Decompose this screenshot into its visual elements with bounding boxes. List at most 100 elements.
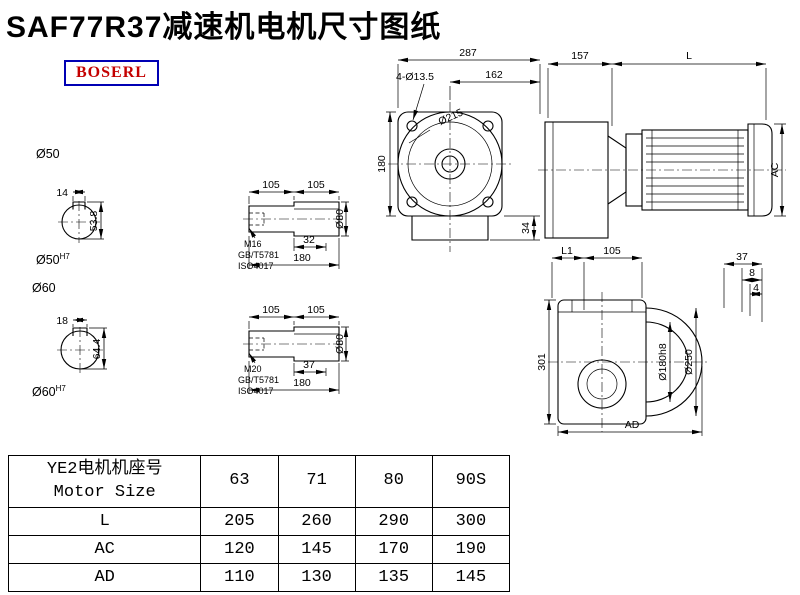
dim-157-label: 157 [571,50,589,62]
dim-34-label: 34 [520,222,532,234]
gearbox-outline [544,121,609,239]
motor-fins [646,137,744,203]
flange-dia-leader [408,129,431,144]
table-cell: 145 [277,535,356,564]
bolt-hole [482,120,494,132]
dim-L-label: L [686,50,692,62]
dim-37o-label: 37 [736,251,748,263]
flange-arc-inner [645,321,689,403]
dim-162-label: 162 [485,69,503,81]
motor-size-table: YE2电机机座号 Motor Size 63 71 80 90S L 205 2… [7,455,511,592]
dim-d80b-label: Ø80 [334,334,346,354]
shaft60-dia-label: Ø60 [32,281,56,295]
dim-d80a-label: Ø80 [334,209,346,229]
thread-label: M20 [244,364,262,374]
dim-4-label: 4 [753,282,759,294]
dim-keyw50-label: 14 [56,187,68,199]
row-label: AD [7,563,202,592]
table-row-header: YE2电机机座号 Motor Size 63 71 80 90S [7,455,511,508]
standard-gb-label: GB/T5781 [238,250,279,260]
table-cell: 260 [277,507,356,536]
bolt-hole-leader [412,83,425,121]
dim-keyw60-label: 18 [56,315,68,327]
row-label: AC [7,535,202,564]
dim-287-label: 287 [459,47,477,59]
standard-gb-label: GB/T5781 [238,375,279,385]
shaft50-centerlines [58,201,100,243]
motor-size-90s: 90S [431,455,511,508]
shaft-end-m20: 105 105 M20 GB/T5781 ISO4017 37 180 Ø80 [238,304,349,396]
motor-size-71: 71 [277,455,356,508]
motor-size-63: 63 [200,455,279,508]
dim-180b-label: 180 [293,377,311,389]
shaft60-extensions [72,324,107,370]
dim-105c-label: 105 [262,304,280,316]
shaft60-centerlines [57,327,103,373]
table-cell: 110 [200,563,279,592]
flange-dia-label: Ø215 [437,106,465,127]
dim-keyh50-label: 53.8 [88,211,100,232]
standard-iso-label: ISO4017 [238,386,274,396]
shaft-end-m16: 105 105 M16 GB/T5781 ISO4017 32 180 Ø80 [238,179,349,271]
table-cell: 205 [200,507,279,536]
extension-lines [547,68,786,217]
fan-cowl [747,123,773,217]
technical-drawing: 287 162 180 34 4-Ø13.5 Ø215 1 [32,47,786,436]
table-cell: 290 [354,507,433,536]
dim-301-label: 301 [536,353,548,371]
dim-32-label: 32 [303,234,315,246]
row-label: L [7,507,202,536]
front-view: 287 162 180 34 4-Ø13.5 Ø215 [376,47,541,252]
extension-lines [544,262,763,436]
thread-leader [248,227,257,239]
centerlines [548,292,710,432]
table-row-L: L 205 260 290 300 [7,507,511,536]
dim-spigot-label: Ø180h8 [657,343,669,381]
side-view: 157 L AC [538,50,786,239]
table-cell: 170 [354,535,433,564]
centerlines [388,102,512,252]
standard-iso-label: ISO4017 [238,261,274,271]
table-cell: 145 [431,563,511,592]
table-cell: 130 [277,563,356,592]
dim-8-label: 8 [749,267,755,279]
output-bore-circle [577,359,627,409]
dim-L1-label: L1 [561,245,573,257]
motor-size-80: 80 [354,455,433,508]
shaft50-dia-label: Ø50 [36,147,60,161]
brand-logo: BOSERL [64,60,159,86]
shaft60-bore-label: Ø60H7 [32,384,66,399]
shaft-section-60: Ø60 18 64.4 Ø60H7 [32,281,107,399]
shaft-section-50: Ø50 14 53.8 Ø50H7 [36,147,104,267]
table-cell: 190 [431,535,511,564]
table-header-en: Motor Size [53,482,156,502]
shaft50-extensions [72,196,104,240]
dim-105b-label: 105 [307,179,325,191]
table-cell: 135 [354,563,433,592]
tapped-hole [249,212,265,226]
tapped-hole [249,337,265,351]
lower-body-outline [411,216,489,241]
dim-105d-label: 105 [307,304,325,316]
table-cell: 300 [431,507,511,536]
dim-105a-label: 105 [262,179,280,191]
table-header-cell: YE2电机机座号 Motor Size [7,455,202,508]
bolt-holes-label: 4-Ø13.5 [396,71,434,83]
page-title: SAF77R37减速机电机尺寸图纸 [6,11,442,44]
dim-180a-label: 180 [293,252,311,264]
dim-AD-label: AD [625,419,640,431]
bolt-hole [482,196,494,208]
table-row-AD: AD 110 130 135 145 [7,563,511,592]
flange-arc-outer [645,307,703,417]
output-view: L1 105 37 8 4 Ø180h8 Ø250 301 AD [536,245,763,436]
bolt-hole [406,120,418,132]
bolt-hole [406,196,418,208]
table-header-cn: YE2电机机座号 [46,459,163,479]
thread-label: M16 [244,239,262,249]
dim-keyh60-label: 64.4 [91,339,103,360]
thread-leader [248,352,257,364]
shaft-outline [248,201,340,237]
output-shaft-circle [586,368,618,400]
extension-lines [386,64,541,241]
